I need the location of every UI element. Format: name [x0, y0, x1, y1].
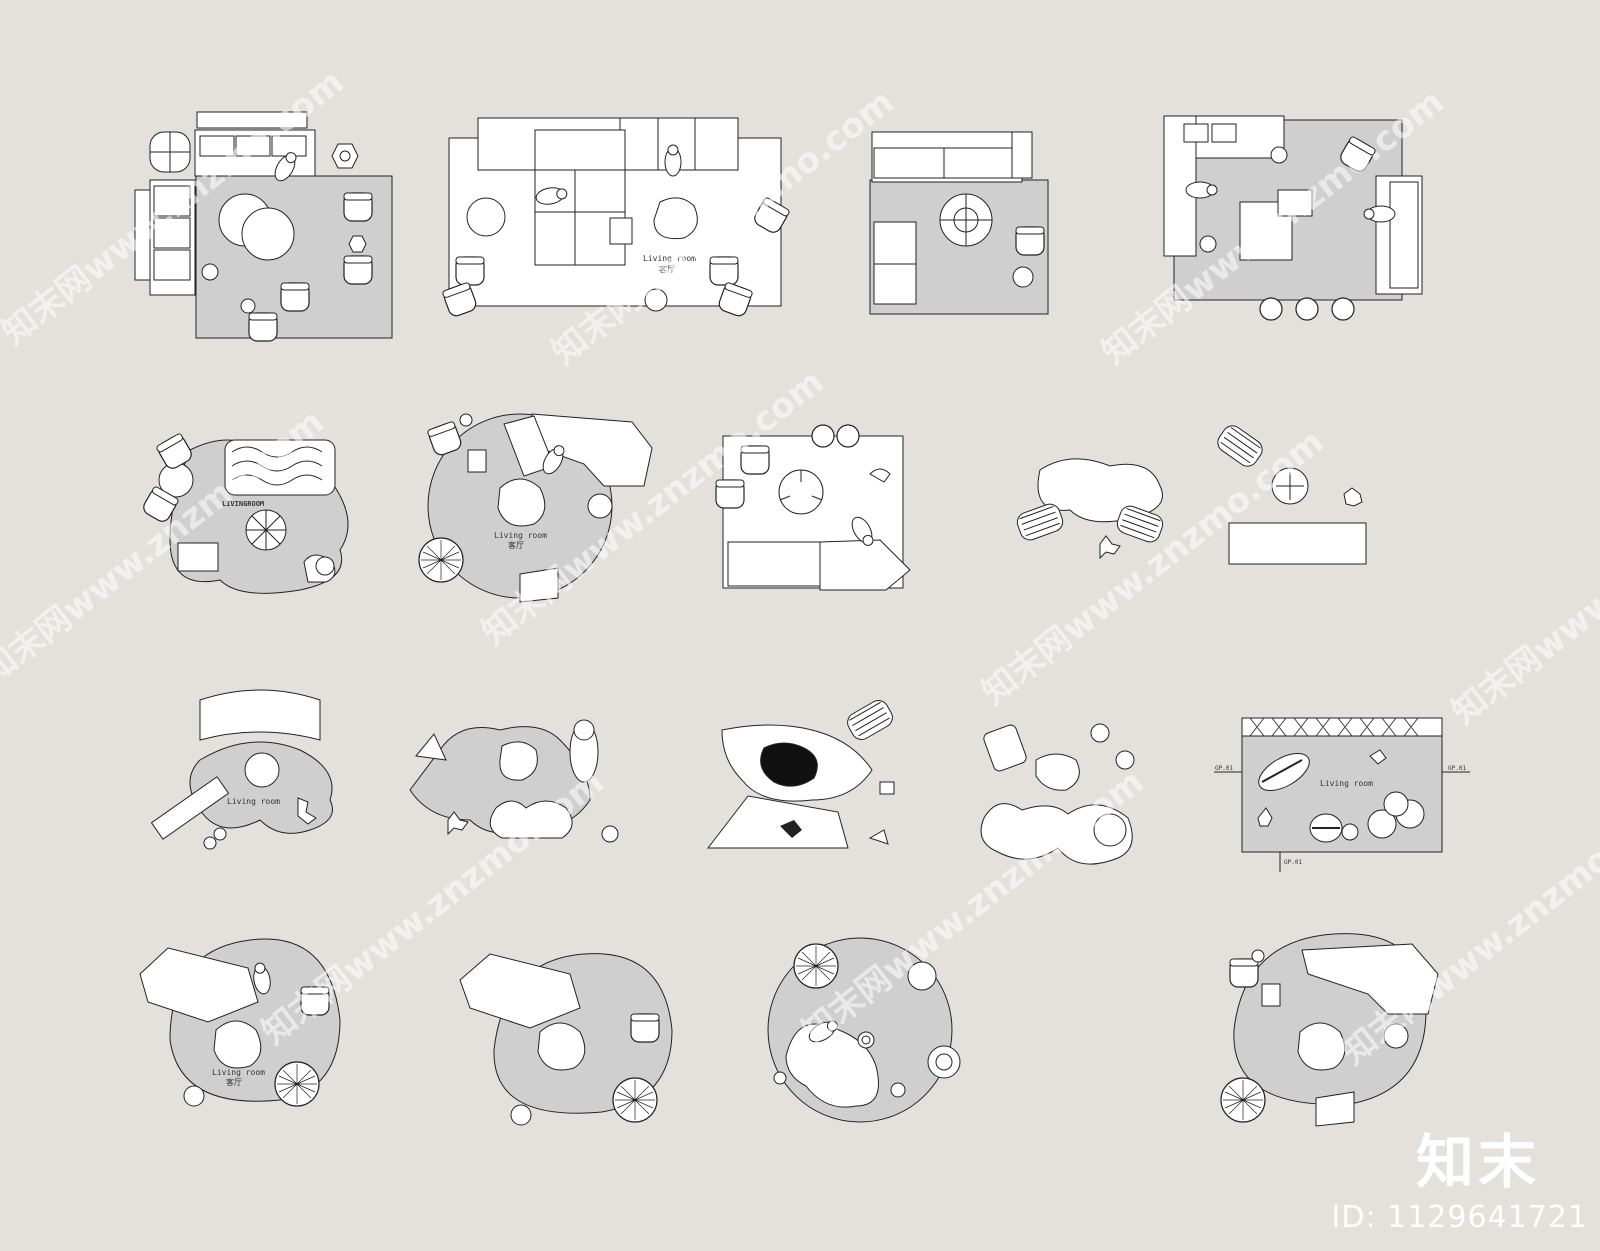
plan-r4-2 — [459, 953, 673, 1126]
plan-r3-5: Living room GP.01 GP.01 GP.01 — [1214, 717, 1470, 872]
dim-mark: GP.01 — [1284, 859, 1302, 866]
plan-r1-4 — [1163, 115, 1423, 321]
living-label-cn: 客厅 — [659, 264, 675, 274]
living-label-en: Living room — [643, 254, 696, 263]
plan-r2-5 — [1217, 425, 1367, 565]
plan-r1-1 — [134, 111, 393, 342]
living-label-en: Living room — [1320, 779, 1373, 788]
plan-r3-1: Living room — [150, 689, 333, 850]
plan-r4-3 — [767, 937, 961, 1123]
dim-mark: GP.01 — [1448, 765, 1466, 772]
plan-r1-2: Living room 客厅 — [441, 117, 791, 319]
plan-r2-2: Living room 客厅 — [418, 413, 653, 603]
living-label-cn: 客厅 — [508, 540, 524, 550]
plan-r2-1: LIVINGROOM — [140, 432, 349, 594]
plan-r3-3 — [706, 700, 895, 849]
plan-r2-4 — [1016, 458, 1164, 560]
brand-logo-text: 知末 — [1415, 1128, 1540, 1196]
livingroom-caps-label: LIVINGROOM — [222, 500, 264, 508]
living-label-cn: 客厅 — [226, 1077, 242, 1087]
plan-r2-3 — [715, 424, 911, 591]
living-label-en: Living room — [227, 797, 280, 806]
plan-r3-2 — [409, 719, 619, 843]
living-label-en: Living room — [494, 531, 547, 540]
plan-r4-1: Living room 客厅 — [139, 938, 341, 1107]
asset-id-label: ID: 1129641721 — [1331, 1200, 1588, 1235]
plan-r3-4 — [980, 723, 1135, 865]
dim-mark: GP.01 — [1215, 765, 1233, 772]
living-label-en: Living room — [212, 1068, 265, 1077]
plan-r4-4 — [1220, 933, 1439, 1127]
plan-r1-3 — [869, 131, 1049, 315]
